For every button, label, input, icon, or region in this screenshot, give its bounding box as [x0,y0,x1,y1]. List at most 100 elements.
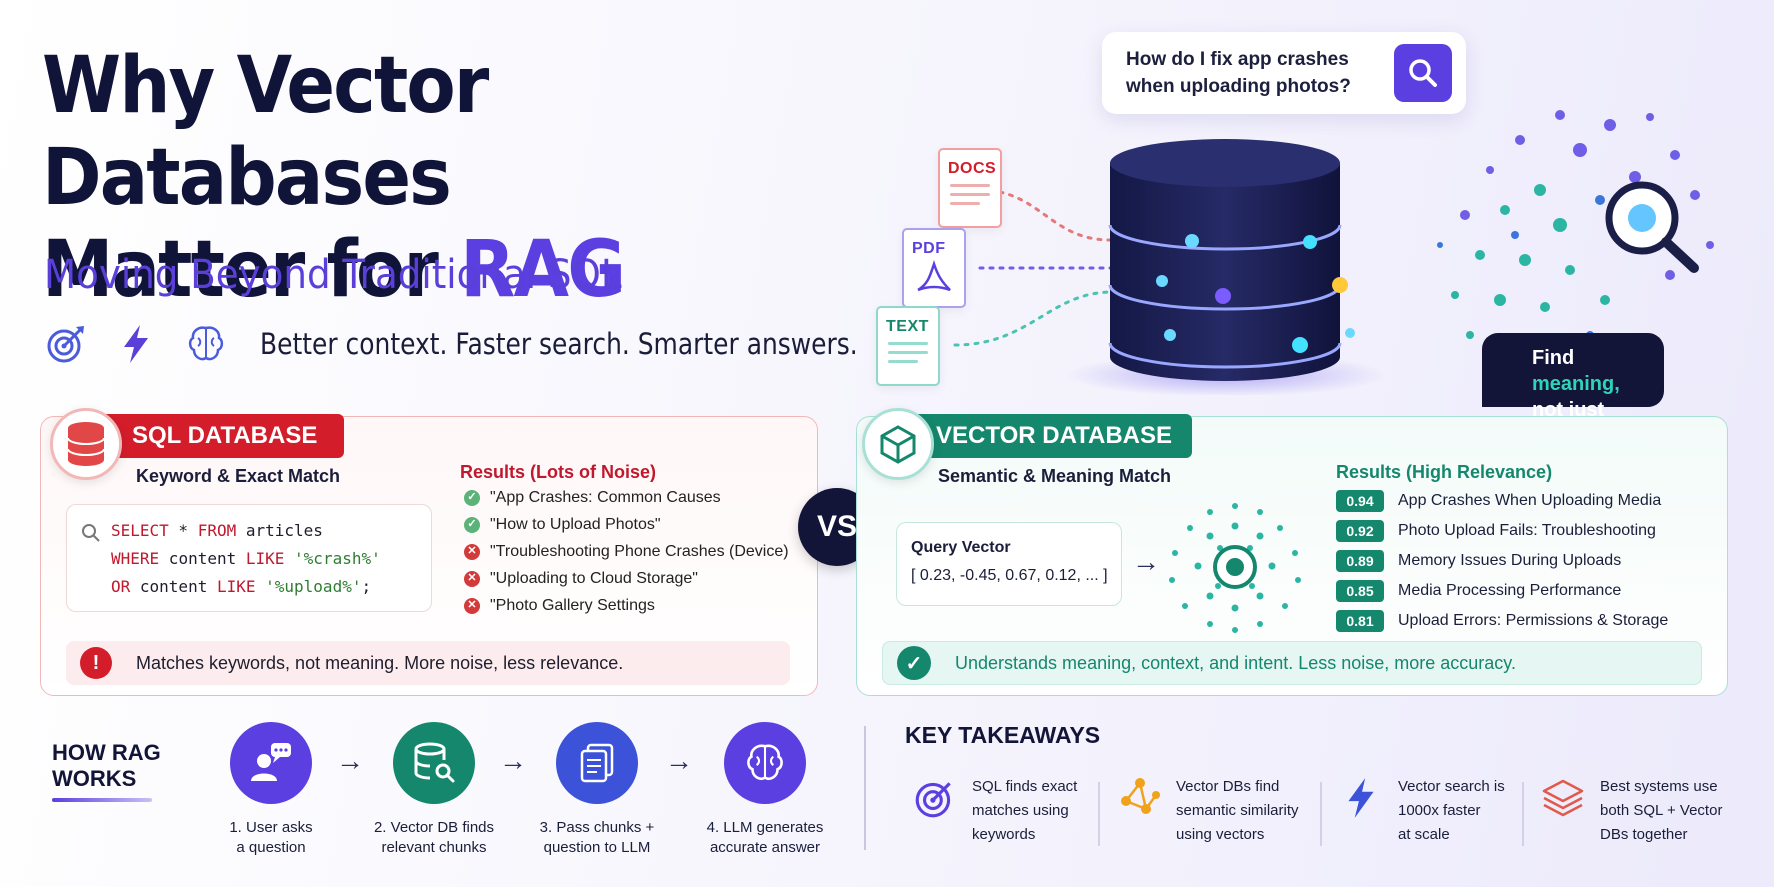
code-token: articles [236,521,323,540]
takeaway-line: keywords [972,826,1036,843]
search-button[interactable] [1394,44,1452,102]
takeaway-line: Vector search is [1398,778,1505,795]
vector-panel-title: VECTOR DATABASE [900,414,1192,458]
docs-file-icon: DOCS [938,148,1002,228]
text-label: TEXT [886,318,929,335]
sql-database-icon [50,408,122,480]
how-title-line-2: WORKS [52,766,137,791]
sql-results-title: Results (Lots of Noise) [460,462,657,482]
target-icon [47,326,84,363]
step-label-line: a question [236,839,306,856]
tagline: Better context. Faster search. Smarter a… [260,327,858,361]
page-subtitle: Moving Beyond Traditional SQL [44,252,622,298]
layers-icon [1542,779,1584,817]
brain-icon [188,326,224,361]
vector-panel-subtitle: Semantic & Meaning Match [938,466,1172,486]
similarity-score: 0.94 [1336,490,1384,512]
title-highlight: RAG [460,225,626,315]
code-line-2: WHERE content LIKE '%crash%' [111,545,431,573]
sql-warning-bar: ! Matches keywords, not meaning. More no… [66,641,790,685]
takeaway-line: using vectors [1176,826,1265,843]
doc-line [888,342,928,345]
vector-title-text: VECTOR DATABASE [936,422,1173,449]
takeaway-line: 1000x faster [1398,802,1481,819]
takeaway-separator [1098,782,1100,846]
takeaway-line: both SQL + Vector [1600,802,1723,819]
step-label-line: 1. User asks [229,819,313,836]
cube-icon [880,425,916,464]
sql-warning-text: Matches keywords, not meaning. More nois… [136,652,624,673]
step-label-line: relevant chunks [381,839,487,856]
list-item: ✕"Troubleshooting Phone Crashes (Device) [464,538,789,565]
lightning-icon [1348,778,1374,818]
doc-line [950,202,980,205]
badge-highlight: meaning, [1532,373,1620,395]
result-text: Photo Upload Fails: Troubleshooting [1398,522,1656,539]
step-label-line: 2. Vector DB finds [373,819,495,836]
pdf-file-icon: PDF [902,228,966,308]
arrow-right-icon: → [499,745,527,776]
vector-results-title: Results (High Relevance) [1336,462,1553,482]
takeaway-line: semantic similarity [1176,802,1299,819]
sql-title-text: SQL DATABASE [132,422,318,449]
list-item: ✓"How to Upload Photos" [464,511,789,538]
network-nodes-icon [1121,778,1160,814]
search-icon [82,524,100,542]
title-line-2-prefix: Matter for [42,225,461,315]
result-text: App Crashes When Uploading Media [1398,492,1662,509]
step-circle [724,722,806,804]
code-line-3: OR content LIKE '%upload%'; [111,573,431,601]
doc-line [950,193,990,196]
similarity-score: 0.89 [1336,550,1384,572]
code-token: OR [111,577,131,596]
doc-line [950,184,990,187]
list-item: ✓"App Crashes: Common Causes [464,484,789,511]
tagline-row: Better context. Faster search. Smarter a… [44,322,955,366]
database-search-icon [414,742,455,783]
code-token: WHERE [111,549,160,568]
sql-query-code: SELECT * FROM articles WHERE content LIK… [66,504,432,612]
title-underline [52,798,152,802]
check-icon: ✓ [464,489,480,506]
list-item: 0.89 Memory Issues During Uploads [1336,546,1668,576]
x-icon: ✕ [464,597,480,614]
similarity-score: 0.81 [1336,610,1384,632]
x-icon: ✕ [464,570,480,587]
vector-success-text: Understands meaning, context, and intent… [955,652,1516,673]
list-item: 0.92 Photo Upload Fails: Troubleshooting [1336,516,1668,546]
similarity-score: 0.92 [1336,520,1384,542]
badge-line-1: Find meaning, [1532,345,1664,397]
arrow-right-icon: → [336,745,364,776]
step-label-line: accurate answer [709,839,821,856]
rag-step-1: 1. User asks a question [196,722,346,858]
list-item: 0.94 App Crashes When Uploading Media [1336,486,1668,516]
code-token: '%upload%' [255,577,362,596]
vector-database-icon [862,408,934,480]
step-circle [556,722,638,804]
doc-line [888,351,928,354]
result-text: Memory Issues During Uploads [1398,552,1622,569]
step-circle [393,722,475,804]
search-icon [1409,59,1437,87]
takeaway-speed: Vector search is 1000x faster at scale [1338,775,1505,847]
database-cylinder-icon [1065,139,1385,395]
step-label: 3. Pass chunks +question to LLM [522,818,672,858]
lightning-icon [124,325,148,363]
brain-icon [747,744,783,780]
step-circle [230,722,312,804]
vector-embedding-icon [1169,503,1301,633]
sql-panel-subtitle: Keyword & Exact Match [136,466,341,486]
code-token: LIKE [216,577,256,596]
documents-icon [580,743,614,783]
takeaway-separator [1320,782,1322,846]
query-vector-value: [ 0.23, -0.45, 0.67, 0.12, ... ] [911,567,1108,584]
takeaway-line: at scale [1398,826,1450,843]
